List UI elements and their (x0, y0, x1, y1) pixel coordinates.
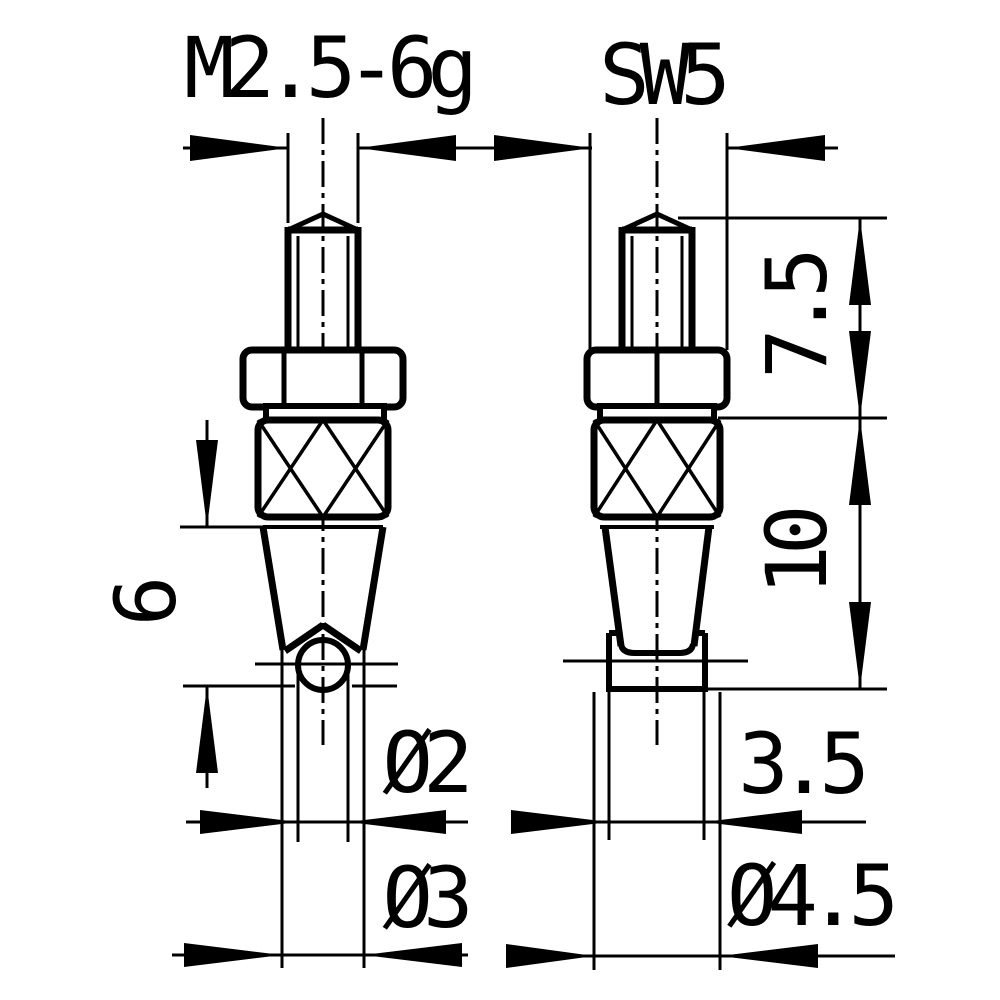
arrowhead (704, 810, 802, 834)
tip-cup (618, 643, 696, 656)
dim-wrench-size (494, 133, 838, 350)
hex-nut-right (583, 346, 731, 411)
dim-thread (183, 133, 592, 223)
dim-shaft-diameter (172, 650, 468, 968)
arrowhead (348, 810, 446, 834)
dim-lower-length (708, 418, 887, 691)
label-knurl-diameter: Ø4.5 (727, 847, 893, 945)
dim-tip-length (180, 420, 397, 788)
arrowhead (494, 135, 592, 161)
arrowhead (184, 943, 282, 967)
arrowhead (849, 418, 871, 505)
arrowhead (506, 944, 594, 968)
cone-flat-tip (563, 526, 748, 692)
arrowhead (849, 602, 871, 689)
arrowhead (720, 944, 818, 968)
dimension-labels: M2.5-6g SW5 7.5 10 6 Ø2 Ø3 3.5 Ø4.5 (97, 19, 903, 947)
thread-stud-right (618, 211, 696, 353)
label-tip-length: 6 (97, 580, 195, 626)
label-ball-diameter: Ø2 (382, 714, 467, 812)
arrowhead (358, 135, 456, 161)
label-shaft-diameter: Ø3 (382, 849, 468, 947)
label-thread: M2.5-6g (184, 19, 470, 117)
knurl-right (590, 416, 724, 529)
arrowhead (727, 135, 825, 161)
cone-edge (690, 526, 713, 647)
hex-nut-left (239, 346, 407, 411)
dim-tip-diameter (511, 692, 866, 840)
cone-ball-tip (255, 526, 398, 693)
arrowhead (196, 440, 218, 527)
arrowhead (200, 810, 298, 834)
label-tip-diameter: 3.5 (738, 715, 863, 813)
cone-edge (601, 526, 625, 647)
knurl-left (254, 416, 392, 529)
arrowhead (849, 218, 871, 305)
label-wrench-size: SW5 (599, 26, 724, 124)
dim-knurl-diameter (506, 692, 895, 970)
arrowhead (511, 810, 609, 834)
arrowhead (849, 331, 871, 418)
dim-ball-diameter (186, 664, 468, 842)
right-probe-figure (494, 118, 895, 970)
label-lower-length: 10 (748, 509, 846, 596)
arrowhead (190, 135, 288, 161)
cone-edge (359, 526, 387, 651)
label-upper-length: 7.5 (748, 254, 846, 379)
left-probe-figure (172, 118, 592, 968)
arrowhead (364, 943, 462, 967)
thread-stud-left (284, 211, 362, 353)
arrowhead (196, 686, 218, 773)
cone-edge (259, 526, 287, 651)
